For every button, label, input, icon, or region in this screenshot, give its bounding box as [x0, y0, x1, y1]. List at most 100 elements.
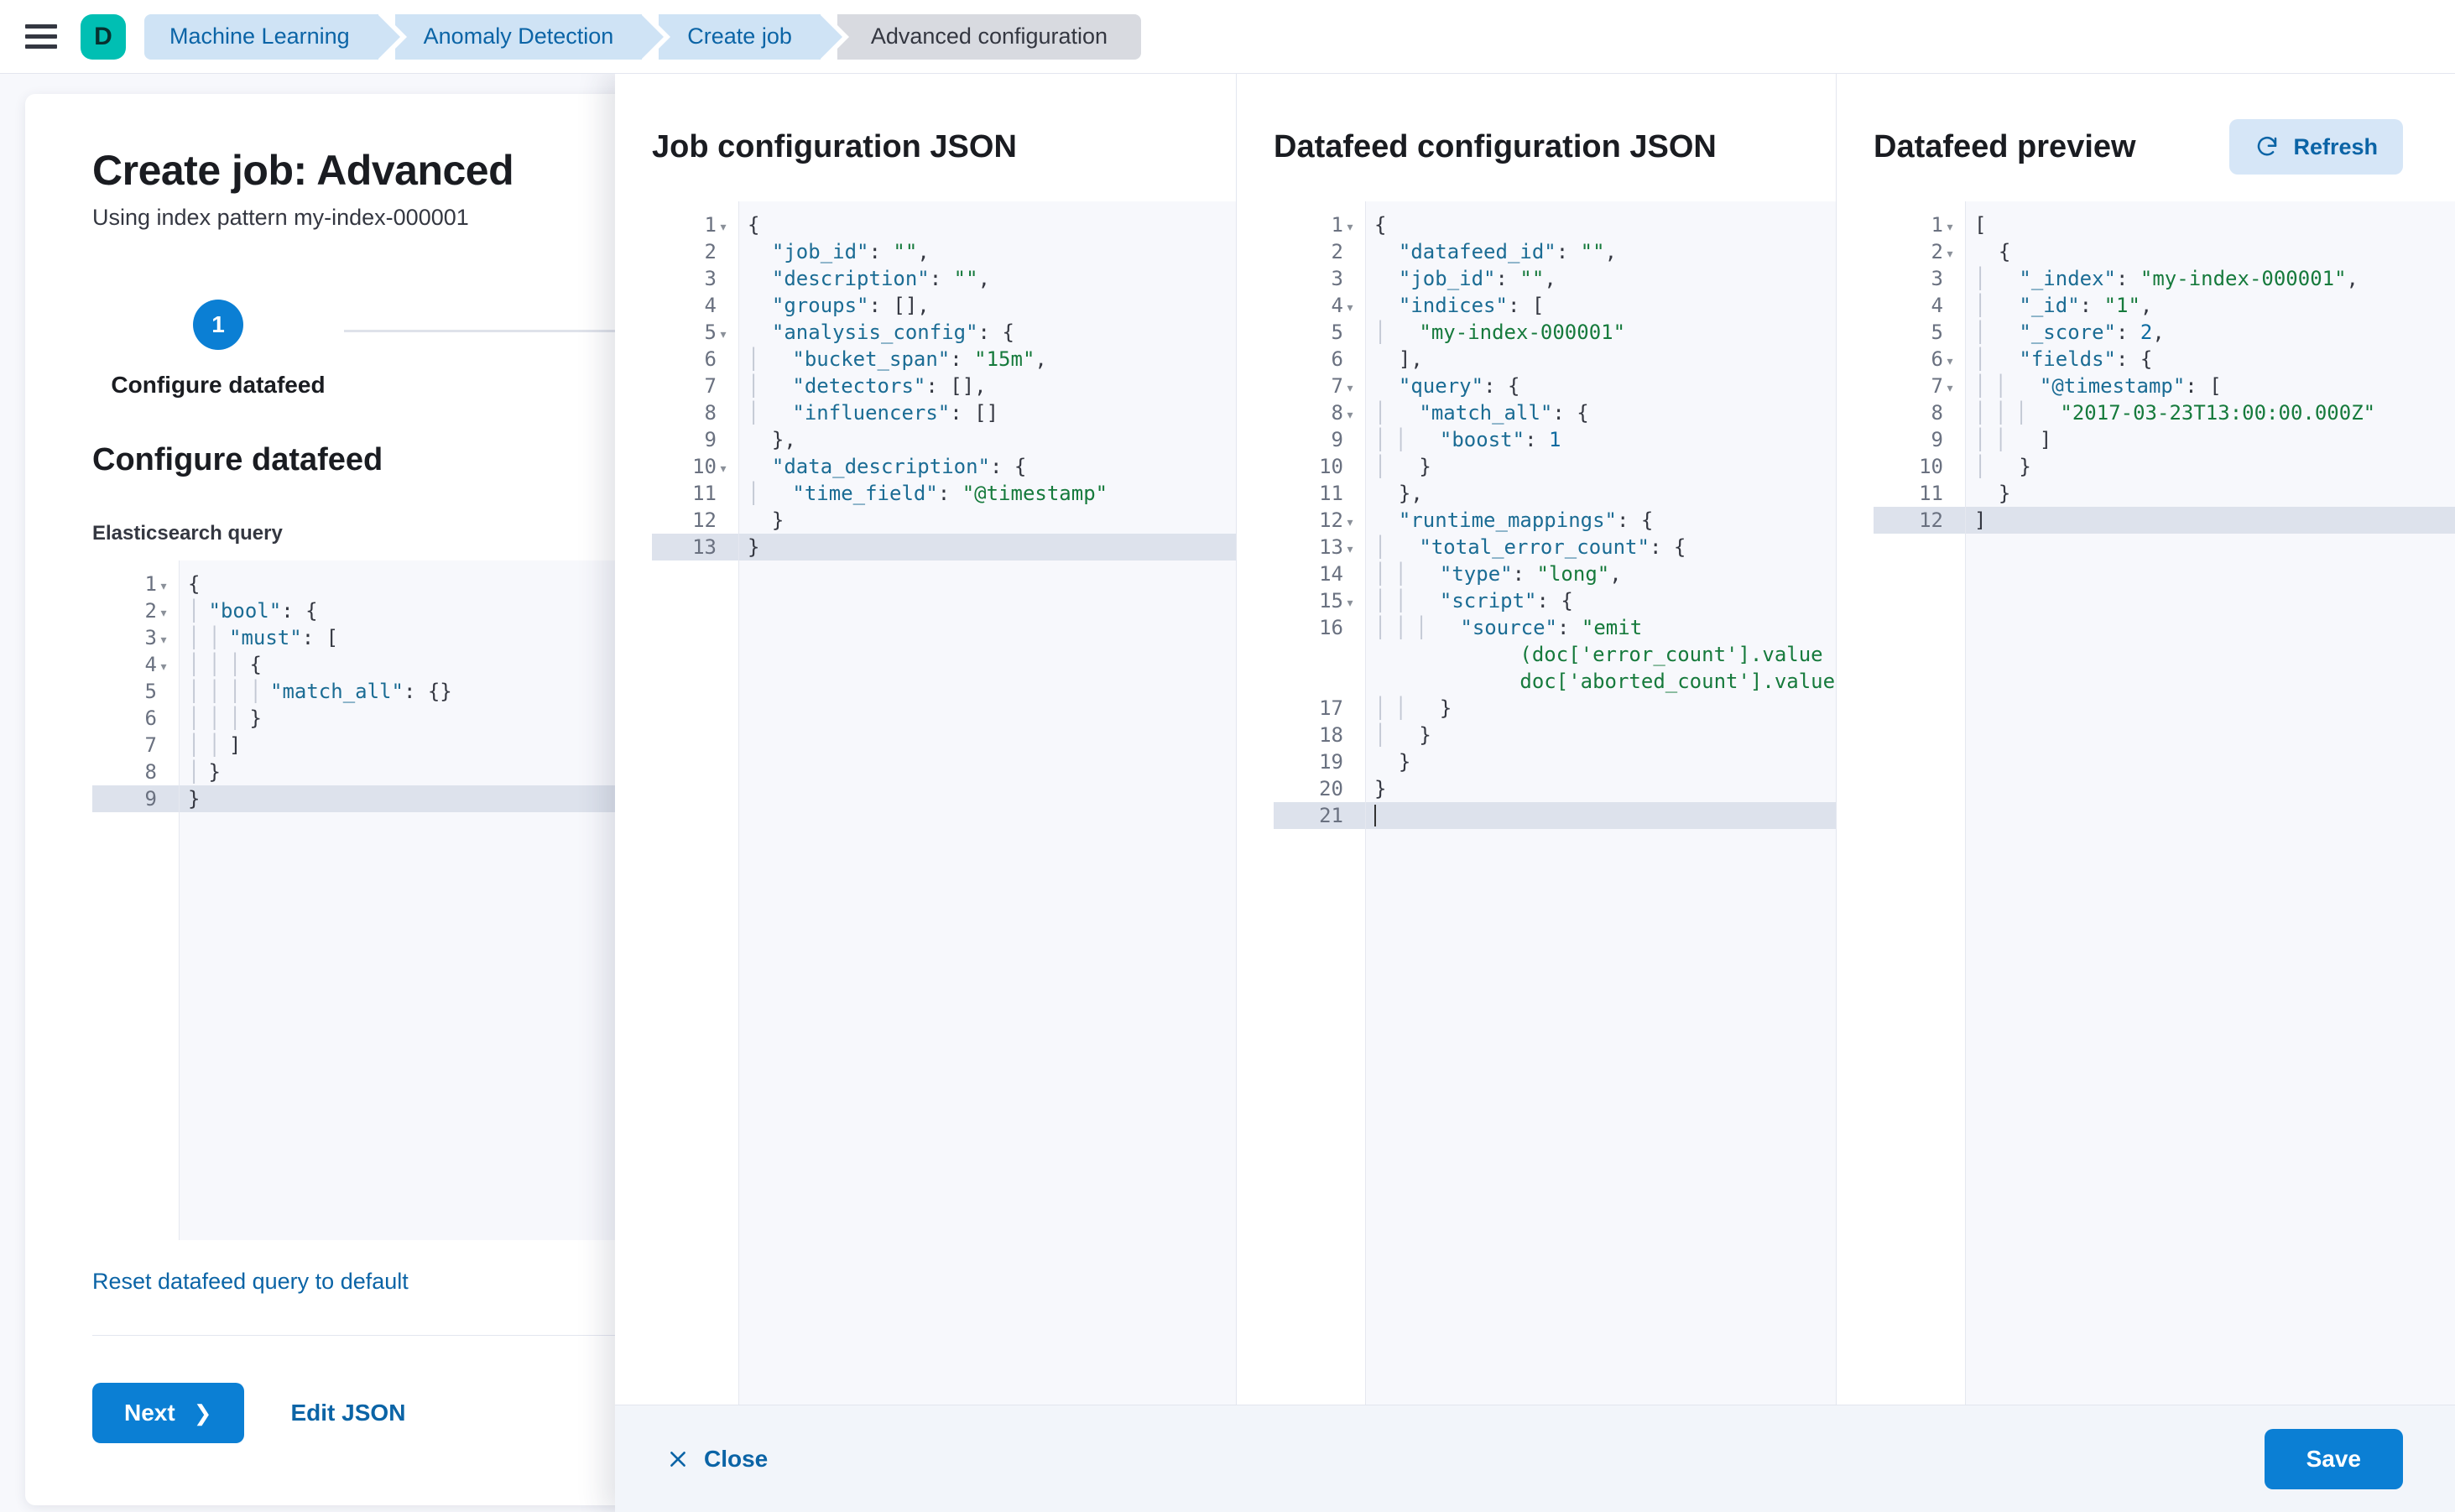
code-line: │ "time_field": "@timestamp" — [748, 482, 1108, 505]
code-line: │ } — [1374, 723, 1431, 747]
top-chrome-bar: D Machine Learning Anomaly Detection Cre… — [0, 0, 2455, 74]
line-number: 3 — [704, 267, 717, 290]
code-line: │ "total_error_count": { — [1374, 535, 1686, 559]
indent-guide: │ — [229, 653, 242, 676]
indent-guide: │ — [1394, 616, 1407, 639]
line-number: 17 — [1319, 696, 1343, 720]
fold-toggle-icon[interactable]: ▾ — [1345, 594, 1355, 612]
line-number: 3▾ — [92, 624, 179, 651]
breadcrumb-item-advanced-configuration: Advanced configuration — [837, 13, 1142, 60]
breadcrumb-item-machine-learning[interactable]: Machine Learning — [144, 13, 407, 60]
step-1-circle[interactable]: 1 — [193, 300, 243, 350]
indent-guide: │ — [1974, 374, 1987, 398]
fold-toggle-icon[interactable]: ▾ — [1945, 352, 1955, 370]
hamburger-bar — [25, 44, 57, 49]
code-line: "datafeed_id": "", — [1398, 240, 1618, 263]
indent-guide: │ — [1374, 616, 1387, 639]
fold-toggle-icon[interactable]: ▾ — [718, 460, 728, 477]
indent-guide: │ — [208, 706, 221, 730]
edit-json-button[interactable]: Edit JSON — [290, 1400, 406, 1426]
fold-toggle-icon[interactable]: ▾ — [1345, 299, 1355, 316]
code-line: │ } — [1974, 455, 2031, 478]
line-number: 4 — [1931, 294, 1943, 317]
next-button[interactable]: Next ❯ — [92, 1383, 244, 1443]
close-button[interactable]: Close — [667, 1446, 768, 1473]
code-line: "query": { — [1398, 374, 1520, 398]
indent-guide: │ — [188, 626, 201, 649]
fold-toggle-icon[interactable]: ▾ — [1945, 218, 1955, 236]
indent-guide: │ — [1374, 321, 1387, 344]
breadcrumb-item-create-job[interactable]: Create job — [659, 13, 849, 60]
editor-code-area[interactable]: [ {│ "_index": "my-index-000001",│ "_id"… — [1966, 201, 2455, 1405]
fold-toggle-icon[interactable]: ▾ — [159, 631, 169, 649]
refresh-button[interactable]: Refresh — [2229, 119, 2403, 175]
reset-datafeed-query-link[interactable]: Reset datafeed query to default — [92, 1269, 409, 1294]
fold-toggle-icon[interactable]: ▾ — [718, 218, 728, 236]
line-number: 10 — [1319, 455, 1343, 478]
text-cursor — [1374, 805, 1376, 826]
line-number: 8 — [144, 760, 157, 784]
fold-toggle-icon[interactable]: ▾ — [1345, 540, 1355, 558]
indent-guide: │ — [1974, 321, 1987, 344]
indent-guide: │ — [1974, 347, 1987, 371]
line-number: 10▾ — [652, 453, 738, 480]
code-line: │ "bucket_span": "15m", — [748, 347, 1047, 371]
code-line: │ } — [1374, 455, 1431, 478]
fold-toggle-icon[interactable]: ▾ — [1345, 406, 1355, 424]
line-number: 4▾ — [1274, 292, 1365, 319]
line-number: 9 — [1931, 428, 1943, 451]
breadcrumb: Machine Learning Anomaly Detection Creat… — [144, 13, 1142, 60]
breadcrumb-item-anomaly-detection[interactable]: Anomaly Detection — [394, 13, 670, 60]
indent-guide: │ — [1394, 428, 1407, 451]
code-line: "data_description": { — [771, 455, 1027, 478]
fold-toggle-icon[interactable]: ▾ — [718, 326, 728, 343]
line-number: 6 — [144, 706, 157, 730]
line-number: 3 — [1931, 267, 1943, 290]
code-line: │ "match_all": { — [1374, 401, 1589, 425]
line-number: 2 — [1331, 240, 1343, 263]
code-line: "groups": [], — [771, 294, 930, 317]
fold-toggle-icon[interactable]: ▾ — [1945, 379, 1955, 397]
fold-toggle-icon[interactable]: ▾ — [159, 577, 169, 595]
indent-guide: │ — [208, 733, 221, 757]
hamburger-menu-icon[interactable] — [25, 18, 62, 55]
indent-guide: │ — [1974, 294, 1987, 317]
indent-guide: │ — [1994, 428, 2007, 451]
indent-guide: │ — [208, 680, 221, 703]
line-number: 20 — [1319, 777, 1343, 800]
code-line: │} — [188, 760, 221, 784]
indent-guide: │ — [1374, 455, 1387, 478]
fold-toggle-icon[interactable]: ▾ — [1345, 514, 1355, 531]
line-number: 19 — [1319, 750, 1343, 774]
indent-guide: │ — [1374, 535, 1387, 559]
save-button[interactable]: Save — [2264, 1428, 2403, 1489]
fold-toggle-icon[interactable]: ▾ — [159, 658, 169, 675]
code-line: { — [1998, 240, 2011, 263]
line-number: 7▾ — [1274, 373, 1365, 399]
indent-guide: │ — [1994, 401, 2007, 425]
indent-guide: │ — [748, 482, 760, 505]
line-number: 1▾ — [1874, 211, 1965, 238]
fold-toggle-icon[interactable]: ▾ — [1345, 218, 1355, 236]
line-number: 8▾ — [1274, 399, 1365, 426]
code-line: │ "fields": { — [1974, 347, 2153, 371]
code-line: │ "_id": "1", — [1974, 294, 2153, 317]
editor-code-area[interactable]: { "job_id": "", "description": "", "grou… — [739, 201, 1236, 1405]
line-number: 3 — [1331, 267, 1343, 290]
fold-toggle-icon[interactable]: ▾ — [1345, 379, 1355, 397]
code-line: "job_id": "", — [1398, 267, 1556, 290]
code-line: ] — [1966, 507, 2455, 534]
close-x-icon — [667, 1448, 689, 1470]
page-subtitle: Using index pattern my-index-000001 — [92, 205, 469, 230]
fold-toggle-icon[interactable]: ▾ — [1945, 245, 1955, 263]
indent-guide: │ — [188, 760, 201, 784]
line-number: 18 — [1319, 723, 1343, 747]
editor-code-area[interactable]: { "datafeed_id": "", "job_id": "", "indi… — [1366, 201, 1836, 1405]
fold-toggle-icon[interactable]: ▾ — [159, 604, 169, 622]
deployment-logo-badge[interactable]: D — [81, 13, 126, 60]
